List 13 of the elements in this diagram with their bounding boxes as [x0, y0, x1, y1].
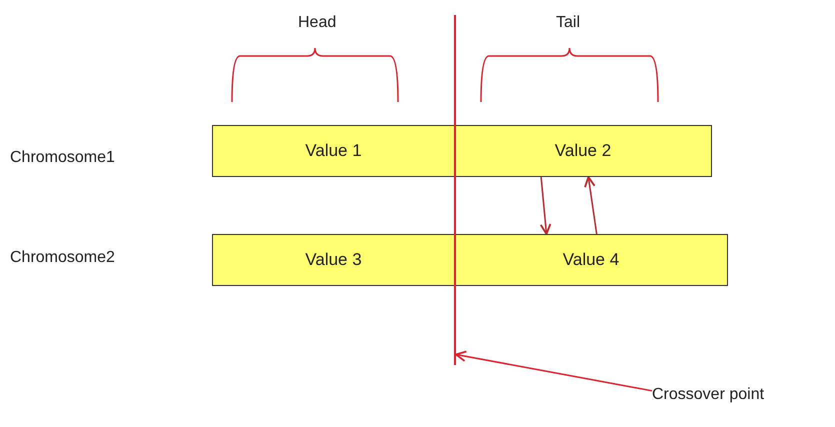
row-label: Chromosome2: [10, 249, 115, 267]
section-label: Tail: [556, 14, 580, 32]
arrow: [540, 176, 552, 235]
gene-cell: Value 4: [455, 234, 728, 286]
row-label: Chromosome1: [10, 149, 115, 167]
gene-cell: Value 3: [212, 234, 455, 286]
leader-line: [455, 350, 652, 392]
callout-text: Crossover point: [652, 386, 822, 410]
section-label: Head: [298, 14, 336, 32]
crossover-line: [454, 15, 456, 365]
gene-cell: Value 1: [212, 125, 455, 177]
gene-cell: Value 2: [455, 125, 712, 177]
arrow: [584, 176, 598, 234]
